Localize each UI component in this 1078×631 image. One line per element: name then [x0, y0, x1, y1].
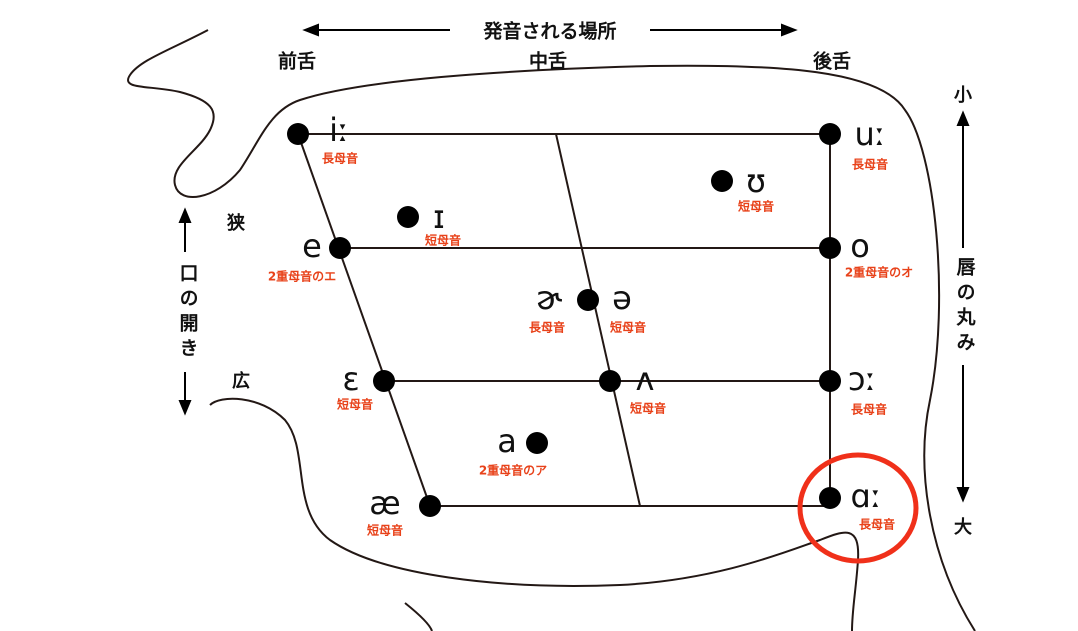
dot-epsilon [373, 370, 395, 392]
dot-e [329, 237, 351, 259]
vowel-symbol: e [302, 227, 322, 265]
open-label: 広 [232, 371, 250, 392]
openness-title: 口の開き [176, 263, 199, 363]
mouth-outline-lower [209, 397, 860, 631]
vowel-symbol: a [497, 422, 517, 460]
dot-u [819, 123, 841, 145]
front-label: 前舌 [277, 50, 317, 73]
vowel-label: 長母音 [321, 151, 359, 166]
vowel-symbol: ʊ [746, 162, 766, 200]
vowel-symbol: ɔː [847, 360, 877, 398]
rounding-large-label: 大 [954, 517, 972, 538]
highlight-circle [797, 452, 919, 564]
vowel-label: 2重母音のエ [267, 269, 337, 284]
dot-o [819, 237, 841, 259]
dot-i [287, 123, 309, 145]
dot-small-i [397, 206, 419, 228]
rounding-title: 唇の丸み [953, 257, 976, 357]
vowel-label: 長母音 [851, 157, 889, 172]
dot-ae [419, 495, 441, 517]
vowel-label: 短母音 [737, 199, 775, 214]
vowel-symbol: ə [612, 279, 632, 317]
vowel-symbol: o [850, 227, 870, 265]
vowel-label: 短母音 [424, 233, 462, 248]
place-title: 発音される場所 [483, 20, 617, 43]
dot-open-o [819, 370, 841, 392]
vowel-dots [287, 123, 841, 517]
vowel-label: 短母音 [336, 397, 374, 412]
close-label: 狭 [227, 213, 245, 234]
vowel-label: 長母音 [858, 517, 896, 532]
vowel-symbol: ɑː [850, 477, 882, 515]
rounding-small-label: 小 [954, 85, 972, 106]
dot-a [526, 432, 548, 454]
vowel-symbol: ɪ [433, 198, 445, 236]
back-label: 後舌 [812, 50, 852, 73]
vowel-label: 2重母音のア [478, 463, 548, 478]
vowel-label: 短母音 [609, 320, 647, 335]
vowel-label: 2重母音のオ [844, 265, 914, 280]
vowel-label: 長母音 [528, 320, 566, 335]
dot-script-a [819, 487, 841, 509]
vowel-symbol: ɛ [342, 360, 360, 398]
dot-schwa [577, 289, 599, 311]
dot-wedge [599, 370, 621, 392]
vowel-symbol: æ [369, 484, 401, 522]
vowel-symbol: uː [854, 115, 886, 153]
dot-upsilon [711, 170, 733, 192]
central-label: 中舌 [528, 50, 568, 73]
vowel-label: 長母音 [850, 402, 888, 417]
vowel-label: 短母音 [629, 401, 667, 416]
vowel-symbol: ɚ [535, 279, 563, 317]
mouth-outline-upper [127, 29, 976, 631]
vowel-symbol: ʌ [635, 360, 655, 398]
vowel-symbol: iː [329, 111, 349, 149]
vowel-label: 短母音 [366, 523, 404, 538]
